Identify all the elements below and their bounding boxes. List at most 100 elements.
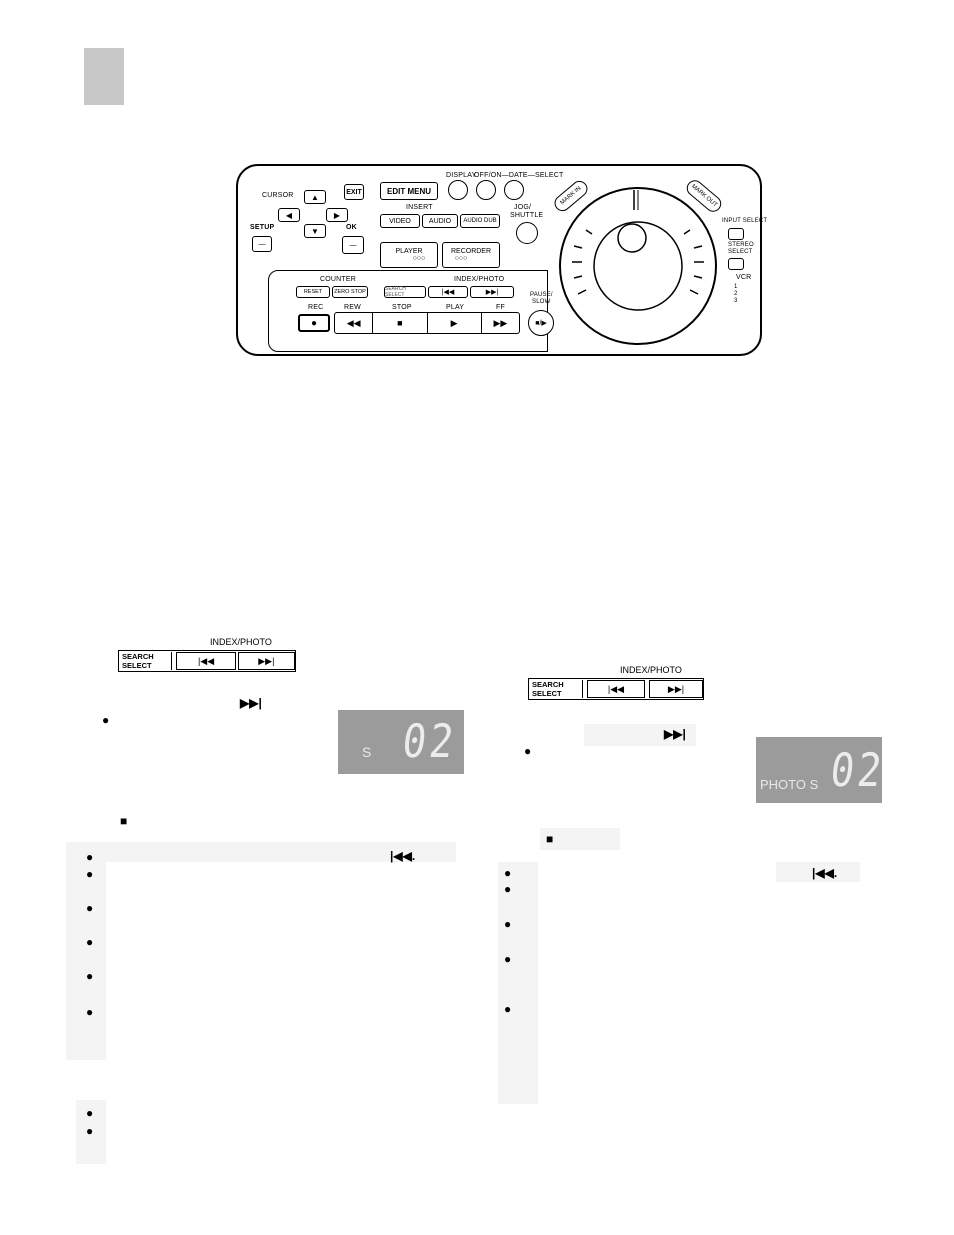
left-bullet-2: ● bbox=[86, 867, 94, 881]
stereo-label: STEREO bbox=[728, 242, 754, 248]
vcr-switch[interactable]: 1 2 3 bbox=[734, 284, 737, 305]
exit-button[interactable]: EXIT bbox=[344, 184, 364, 200]
right-step-next-symbol: ▶▶| bbox=[664, 727, 686, 741]
left-note-bullet-1: ● bbox=[86, 1106, 94, 1120]
cursor-down-button[interactable]: ▼ bbox=[304, 224, 326, 238]
right-display-digits: 02 bbox=[827, 743, 888, 797]
left-index-prev-button[interactable]: |◀◀ bbox=[176, 652, 236, 670]
left-bullet-column bbox=[66, 862, 106, 1060]
display-label: DISPLAY bbox=[446, 172, 477, 179]
transport-buttons: ◀◀ ■ ▶ ▶▶ bbox=[334, 312, 520, 334]
pause-slow-button[interactable]: ■/▶ bbox=[528, 310, 554, 336]
left-index-strip: SEARCH SELECT |◀◀ ▶▶| bbox=[118, 650, 296, 672]
right-index-prev-button[interactable]: |◀◀ bbox=[587, 680, 645, 698]
slow-label: SLOW bbox=[532, 299, 551, 305]
stop-label: STOP bbox=[392, 304, 412, 311]
right-step-faint bbox=[584, 724, 696, 746]
front-panel-illustration: CURSOR ▲ ◀ ▶ ▼ SETUP — EXIT OK — EDIT ME… bbox=[236, 164, 767, 356]
cursor-left-button[interactable]: ◀ bbox=[278, 208, 300, 222]
reset-button[interactable]: RESET bbox=[296, 286, 330, 298]
left-display-panel: S 02 bbox=[338, 710, 464, 774]
input-select-label: INPUT SELECT bbox=[722, 218, 768, 224]
jog-dial[interactable] bbox=[538, 166, 738, 356]
input-select-button[interactable] bbox=[728, 228, 744, 240]
rec-label: REC bbox=[308, 304, 324, 311]
jog-shuttle-button[interactable] bbox=[516, 222, 538, 244]
right-stop-faint bbox=[540, 828, 620, 850]
rec-button[interactable]: ● bbox=[298, 314, 330, 332]
right-prev-inline-symbol: |◀◀. bbox=[812, 866, 838, 880]
right-index-strip: SEARCH SELECT |◀◀ ▶▶| bbox=[528, 678, 704, 700]
select-button[interactable] bbox=[504, 180, 524, 200]
right-search-select-button[interactable]: SEARCH SELECT bbox=[529, 680, 583, 698]
remote-index-photo-label: INDEX/PHOTO bbox=[454, 276, 505, 283]
select-label: SELECT bbox=[728, 249, 753, 255]
remote-index-prev-button[interactable]: |◀◀ bbox=[428, 286, 468, 298]
vcr-label: VCR bbox=[736, 274, 752, 281]
left-bullet-6: ● bbox=[86, 1005, 94, 1019]
right-bullet-3: ● bbox=[504, 917, 512, 931]
ff-label: FF bbox=[496, 304, 505, 311]
left-note-column bbox=[76, 1100, 106, 1164]
recorder-label: RECORDER bbox=[450, 248, 492, 255]
vcr-position-2: 2 bbox=[734, 291, 738, 297]
counter-label: COUNTER bbox=[320, 276, 357, 283]
pause-label: PAUSE/ bbox=[530, 292, 553, 298]
recorder-button[interactable]: RECORDER ○○○ bbox=[442, 242, 500, 268]
right-bullet-4: ● bbox=[504, 952, 512, 966]
play-button[interactable]: ▶ bbox=[428, 313, 482, 333]
right-bullet-column bbox=[498, 862, 538, 1104]
page-tab-marker bbox=[84, 48, 124, 105]
audio-dub-button[interactable]: AUDIO DUB bbox=[460, 214, 500, 228]
setup-label: SETUP bbox=[250, 224, 275, 231]
player-button[interactable]: PLAYER ○○○ bbox=[380, 242, 438, 268]
shuttle-label: SHUTTLE bbox=[510, 212, 544, 219]
left-display-digits: 02 bbox=[399, 714, 460, 768]
zero-stop-button[interactable]: ZERO STOP bbox=[332, 286, 368, 298]
left-bullet-3: ● bbox=[86, 901, 94, 915]
video-insert-button[interactable]: VIDEO bbox=[380, 214, 420, 228]
cursor-right-button[interactable]: ▶ bbox=[326, 208, 348, 222]
jog-label: JOG/ bbox=[514, 204, 532, 211]
left-display-mode: S bbox=[362, 744, 372, 760]
left-stop-symbol: ■ bbox=[120, 814, 128, 828]
insert-label: INSERT bbox=[406, 204, 433, 211]
left-search-select-button[interactable]: SEARCH SELECT bbox=[119, 652, 173, 670]
left-note-bullet-2: ● bbox=[86, 1124, 94, 1138]
date-button[interactable] bbox=[476, 180, 496, 200]
left-bullet-1: ● bbox=[86, 850, 94, 864]
right-index-photo-label: INDEX/PHOTO bbox=[620, 665, 682, 675]
ok-button[interactable]: — bbox=[342, 236, 364, 254]
remote-index-next-button[interactable]: ▶▶| bbox=[470, 286, 514, 298]
left-bullet-4: ● bbox=[86, 935, 94, 949]
stop-button[interactable]: ■ bbox=[373, 313, 428, 333]
left-bullet-5: ● bbox=[86, 969, 94, 983]
left-bullet: ● bbox=[102, 713, 110, 727]
vcr-position-1: 1 bbox=[734, 284, 738, 290]
right-prev-faint bbox=[776, 862, 860, 882]
ff-button[interactable]: ▶▶ bbox=[493, 317, 508, 328]
display-button[interactable] bbox=[448, 180, 468, 200]
ok-label: OK bbox=[346, 224, 357, 231]
right-display-panel: PHOTO S 02 bbox=[756, 737, 888, 803]
edit-menu-button[interactable]: EDIT MENU bbox=[380, 182, 438, 200]
play-label: PLAY bbox=[446, 304, 465, 311]
transport-panel bbox=[268, 270, 548, 352]
right-display-mode: PHOTO S bbox=[760, 777, 819, 792]
stereo-select-button[interactable] bbox=[728, 258, 744, 270]
rew-label: REW bbox=[344, 304, 361, 311]
remote-search-select-button[interactable]: SEARCH SELECT bbox=[384, 286, 426, 298]
right-stop-symbol: ■ bbox=[546, 832, 554, 846]
vcr-position-3: 3 bbox=[734, 298, 738, 304]
off-date-select-label: OFF/ON—DATE—SELECT bbox=[474, 172, 564, 179]
left-index-next-button[interactable]: ▶▶| bbox=[237, 652, 295, 670]
left-step-next-symbol: ▶▶| bbox=[240, 696, 262, 710]
audio-insert-button[interactable]: AUDIO bbox=[422, 214, 458, 228]
cursor-up-button[interactable]: ▲ bbox=[304, 190, 326, 204]
right-index-next-button[interactable]: ▶▶| bbox=[649, 680, 703, 698]
left-index-photo-label: INDEX/PHOTO bbox=[210, 637, 272, 647]
rew-button[interactable]: ◀◀ bbox=[335, 313, 374, 333]
player-indicator: ○○○ bbox=[412, 255, 426, 262]
setup-button[interactable]: — bbox=[252, 236, 272, 252]
left-text-block-faint bbox=[66, 842, 456, 862]
